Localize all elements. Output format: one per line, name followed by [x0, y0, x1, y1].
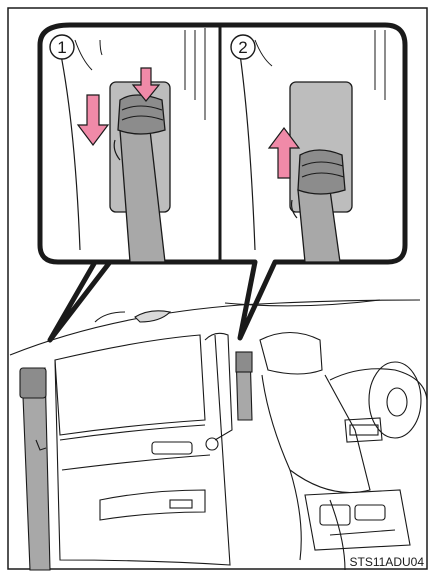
figure-code: STS11ADU04 — [350, 555, 425, 569]
belt-anchor — [118, 95, 165, 134]
step-2-number: 2 — [238, 38, 247, 57]
belt-anchor — [298, 150, 345, 194]
step-2-badge: 2 — [231, 35, 255, 59]
step-1-number: 1 — [57, 38, 66, 57]
step-1-badge: 1 — [50, 35, 74, 59]
